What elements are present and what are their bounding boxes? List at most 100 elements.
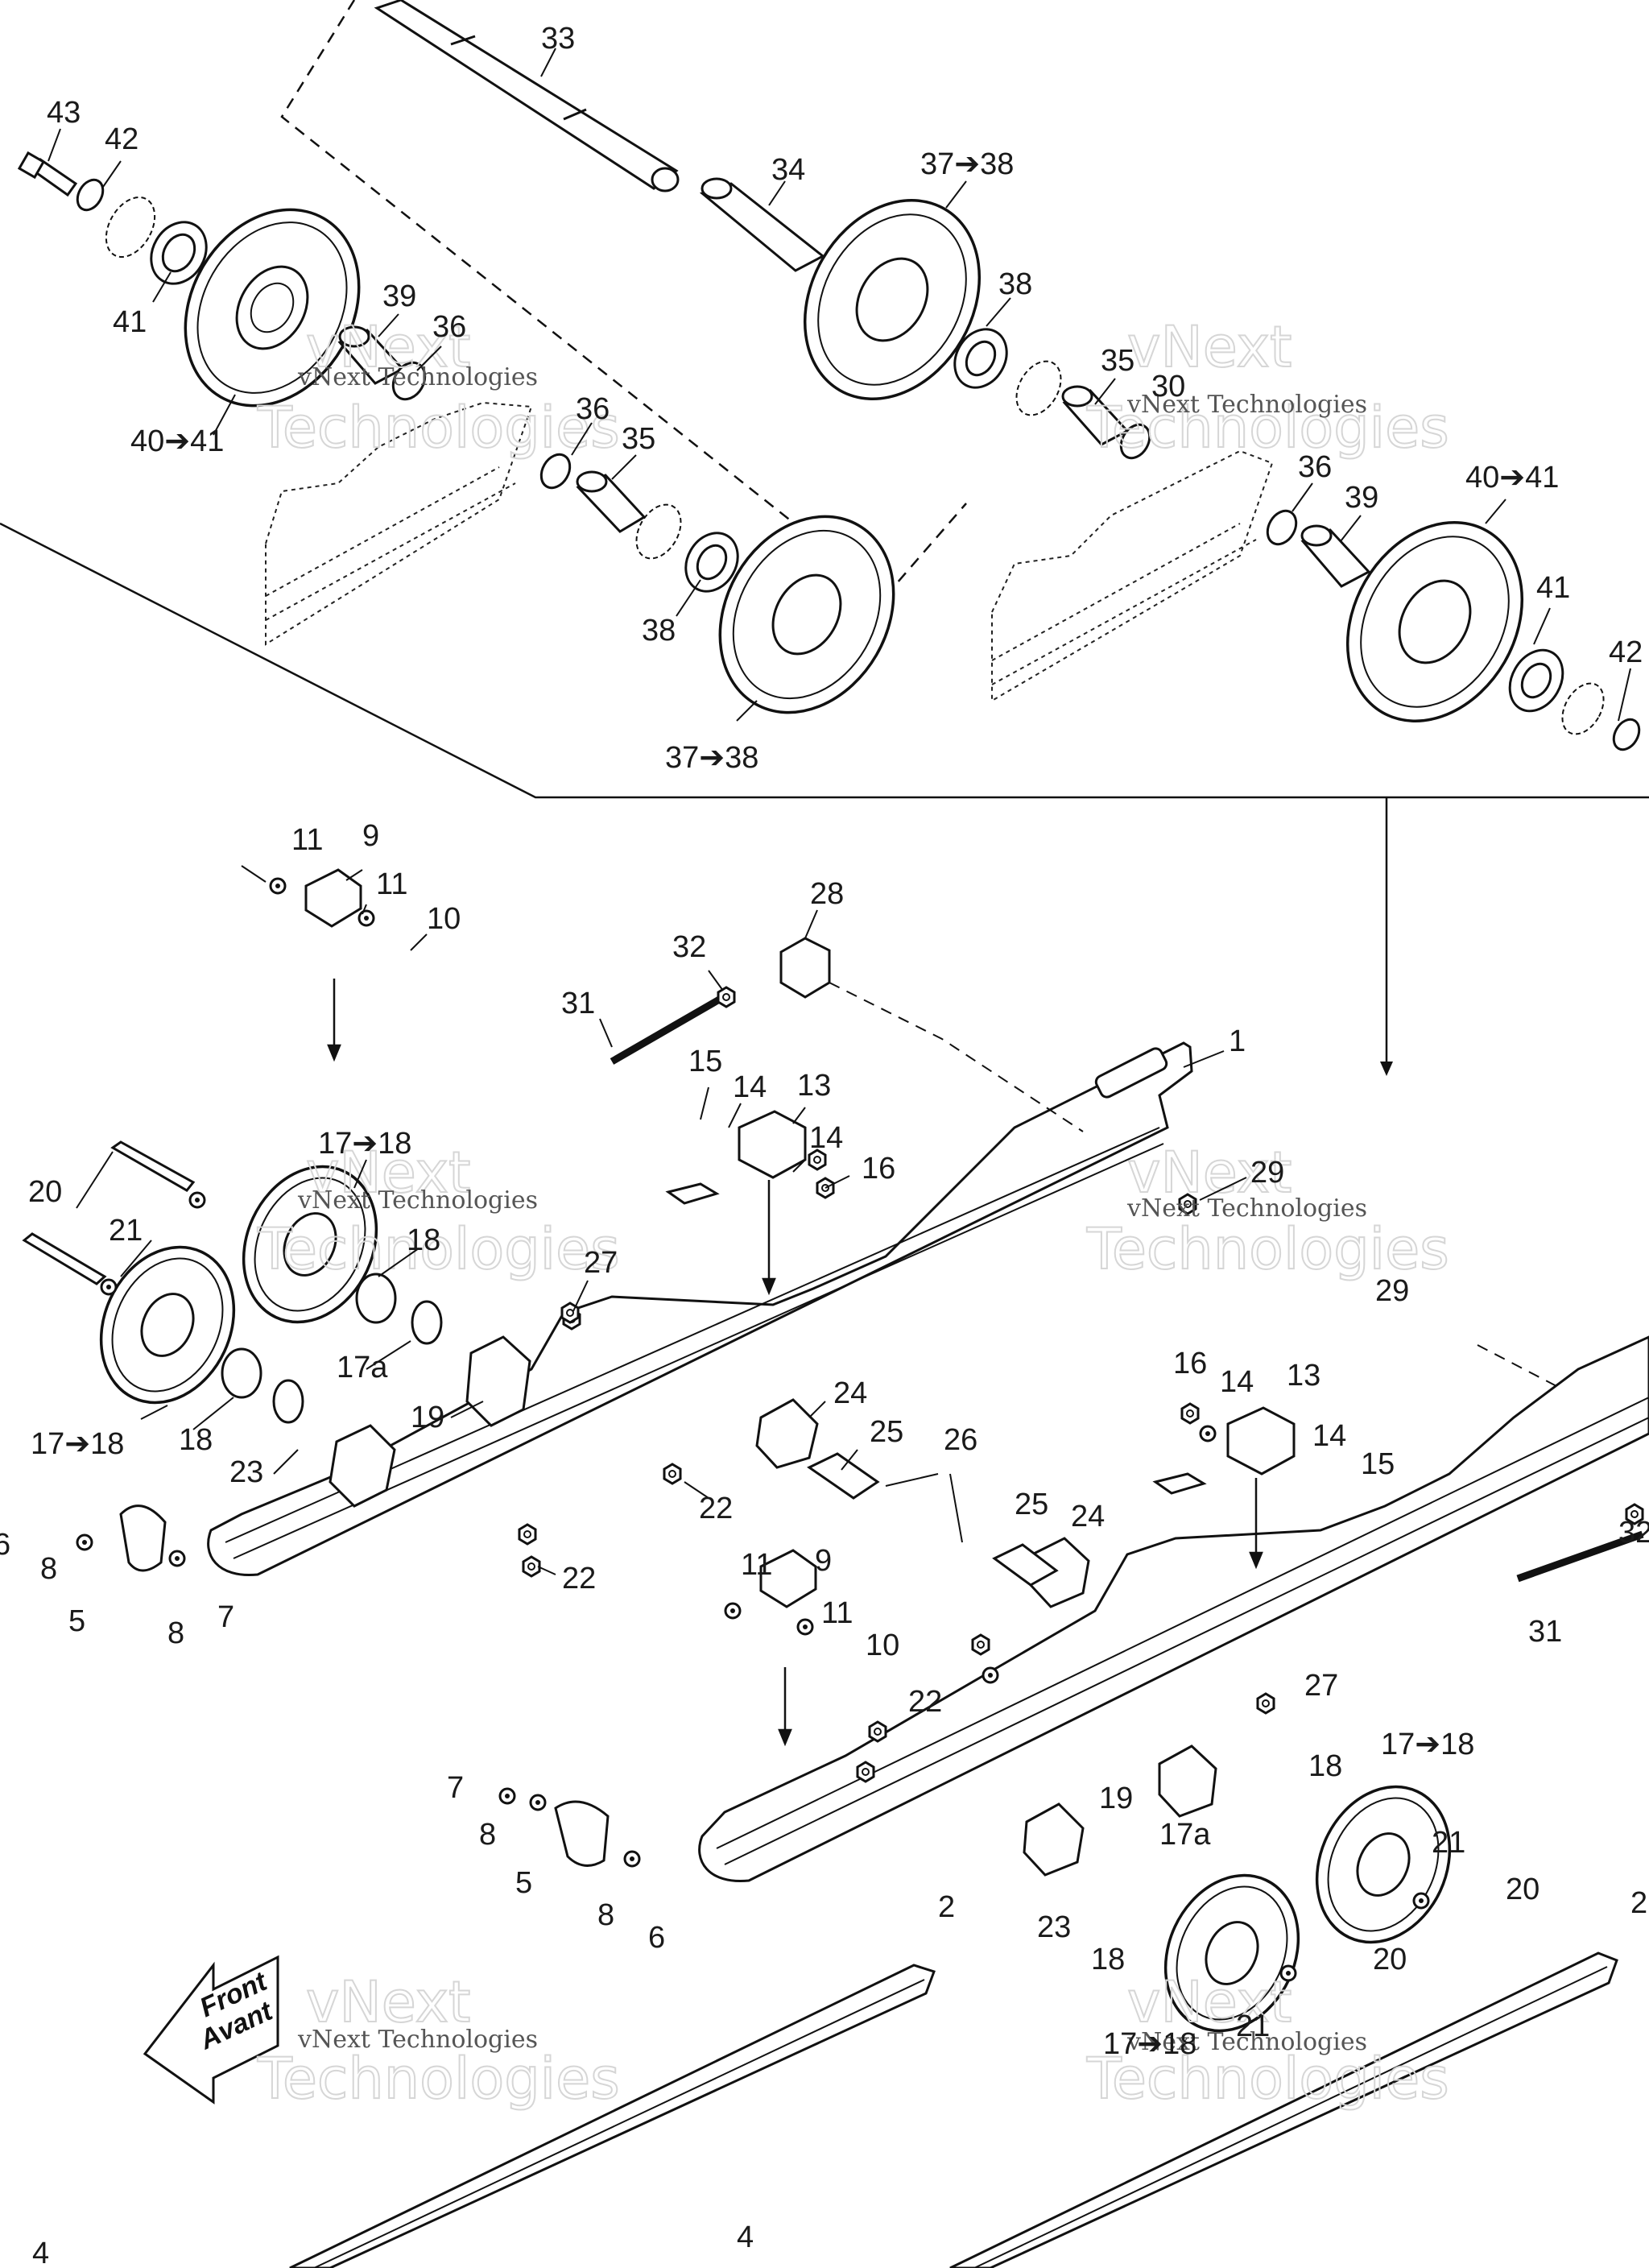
callout-7-b: 7 [447, 1771, 464, 1805]
pivot-24-right [992, 1537, 1090, 1608]
ring-36-right-2 [1266, 509, 1298, 546]
callout-37-38-mid: 37➔38 [665, 741, 758, 775]
callout-36-left: 36 [432, 310, 466, 344]
callout-37-38-top: 37➔38 [920, 147, 1014, 181]
leader-lines [48, 48, 1631, 1575]
callout-17-18-b: 17➔18 [31, 1427, 124, 1461]
watermark-big-2: Technologies [257, 395, 620, 461]
bolt-43-top-left [17, 151, 78, 197]
wheel-17-18-left-top [242, 1165, 378, 1324]
bearing-41-top-left [150, 221, 208, 285]
callout-5-b: 5 [515, 1866, 532, 1900]
assembly-dash-lines [829, 982, 1559, 1388]
callout-31-b: 31 [1528, 1615, 1562, 1649]
wheel-40-41-top-left [184, 208, 361, 408]
callout-17-18-d: 17➔18 [1103, 2027, 1196, 2061]
bearing-38-top-right [953, 328, 1008, 389]
callout-35-mid: 35 [622, 422, 655, 456]
callout-13-b: 13 [1287, 1359, 1320, 1393]
watermark-small-6: vNext Technologies [1126, 2028, 1367, 2056]
callout-24-a: 24 [833, 1376, 867, 1410]
watermark-big-6: Technologies [257, 1216, 620, 1282]
callout-24-b: 24 [1071, 1500, 1105, 1533]
pivot-24-left [755, 1398, 880, 1500]
callout-17a-a: 17a [337, 1351, 388, 1384]
ring-36-mid [539, 453, 572, 490]
callout-14-d: 14 [1312, 1419, 1346, 1453]
callout-22-c: 22 [908, 1685, 942, 1719]
callout-7-a: 7 [217, 1600, 234, 1634]
callout-33: 33 [541, 22, 575, 56]
callout-22-b: 22 [562, 1562, 596, 1595]
watermark-big-12: Technologies [1086, 2046, 1449, 2112]
callout-30: 30 [1151, 370, 1185, 404]
connector-arrow-head [1380, 1062, 1393, 1076]
callout-17-18-c: 17➔18 [1381, 1728, 1474, 1761]
ring-36-upper [391, 361, 427, 401]
callout-13-a: 13 [797, 1069, 831, 1103]
axle-33 [374, 0, 680, 192]
callout-5-a: 5 [68, 1604, 85, 1638]
rail-plate-right-ghost [991, 449, 1274, 702]
callout-16-a: 16 [862, 1152, 895, 1186]
callout-38-mid: 38 [642, 614, 676, 648]
callout-23-a: 23 [229, 1455, 263, 1489]
callout-21-c: 21 [1236, 2009, 1270, 2043]
callout-23-b: 23 [1037, 1910, 1071, 1944]
callout-29-b: 29 [1375, 1274, 1409, 1308]
tube-34 [699, 177, 825, 272]
watermark-group: vNext Technologies vNext Technologies vN… [256, 313, 1450, 2113]
spacer-39-right [1300, 524, 1371, 588]
slide-rail-2-left [289, 1964, 936, 2268]
callout-14-b: 14 [809, 1121, 843, 1155]
callout-38-top: 38 [998, 267, 1032, 301]
watermark-big-11: vNext [1127, 1969, 1292, 2035]
callout-27-b: 27 [1304, 1669, 1338, 1703]
bearing-18-left [221, 1273, 397, 1399]
callout-2-a: 2 [938, 1890, 955, 1924]
callout-8-d: 8 [597, 1898, 614, 1932]
ring-36-right [1119, 423, 1151, 460]
wheel-17-18-left-bottom [99, 1245, 236, 1405]
watermark-big-9: vNext [306, 1969, 471, 2035]
ring-17a-left [272, 1300, 443, 1424]
callout-25-a: 25 [870, 1415, 903, 1449]
callout-42-left: 42 [105, 122, 138, 156]
callout-2-b: 2 [1630, 1886, 1647, 1920]
flow-arrows [327, 979, 1263, 1747]
callout-41-right: 41 [1536, 571, 1570, 605]
callout-31-a: 31 [561, 987, 595, 1020]
watermark-small-4: vNext Technologies [1126, 1194, 1367, 1223]
upper-section [0, 0, 1649, 1076]
wheel-37-38-top-right [803, 199, 982, 400]
callout-21-a: 21 [109, 1214, 143, 1248]
callout-36-mid: 36 [576, 392, 610, 426]
watermark-big-4: Technologies [1086, 395, 1449, 461]
callout-19-a: 19 [411, 1401, 444, 1434]
callout-43: 43 [47, 96, 81, 130]
wheel-37-38-mid [718, 515, 895, 714]
callout-11-d: 11 [821, 1596, 853, 1630]
callout-29-a: 29 [1250, 1156, 1284, 1190]
front-direction-arrow: Front Avant [143, 1955, 279, 2105]
callout-15-b: 15 [1361, 1447, 1395, 1481]
callout-15-a: 15 [688, 1045, 722, 1078]
callout-18-b: 18 [179, 1423, 213, 1457]
callout-26: 26 [944, 1423, 977, 1457]
pin-31-upper [610, 995, 723, 1065]
callout-14-c: 14 [1220, 1365, 1254, 1399]
watermark-small-2: vNext Technologies [1126, 391, 1367, 419]
callout-40-41-right: 40➔41 [1465, 461, 1559, 495]
callout-28: 28 [810, 877, 844, 911]
washer-42-right [1612, 718, 1641, 751]
callout-labels: 33 34 43 42 41 37➔38 38 40➔41 39 36 36 3… [0, 22, 1649, 2268]
circlip-right [1561, 682, 1605, 735]
watermark-small-3: vNext Technologies [297, 1186, 538, 1215]
block-13-center [665, 1110, 807, 1205]
pin-31-lower [1516, 1530, 1644, 1583]
callout-32-a: 32 [672, 930, 706, 964]
watermark-big-3: vNext [1127, 314, 1292, 380]
callout-17a-b: 17a [1159, 1818, 1211, 1852]
